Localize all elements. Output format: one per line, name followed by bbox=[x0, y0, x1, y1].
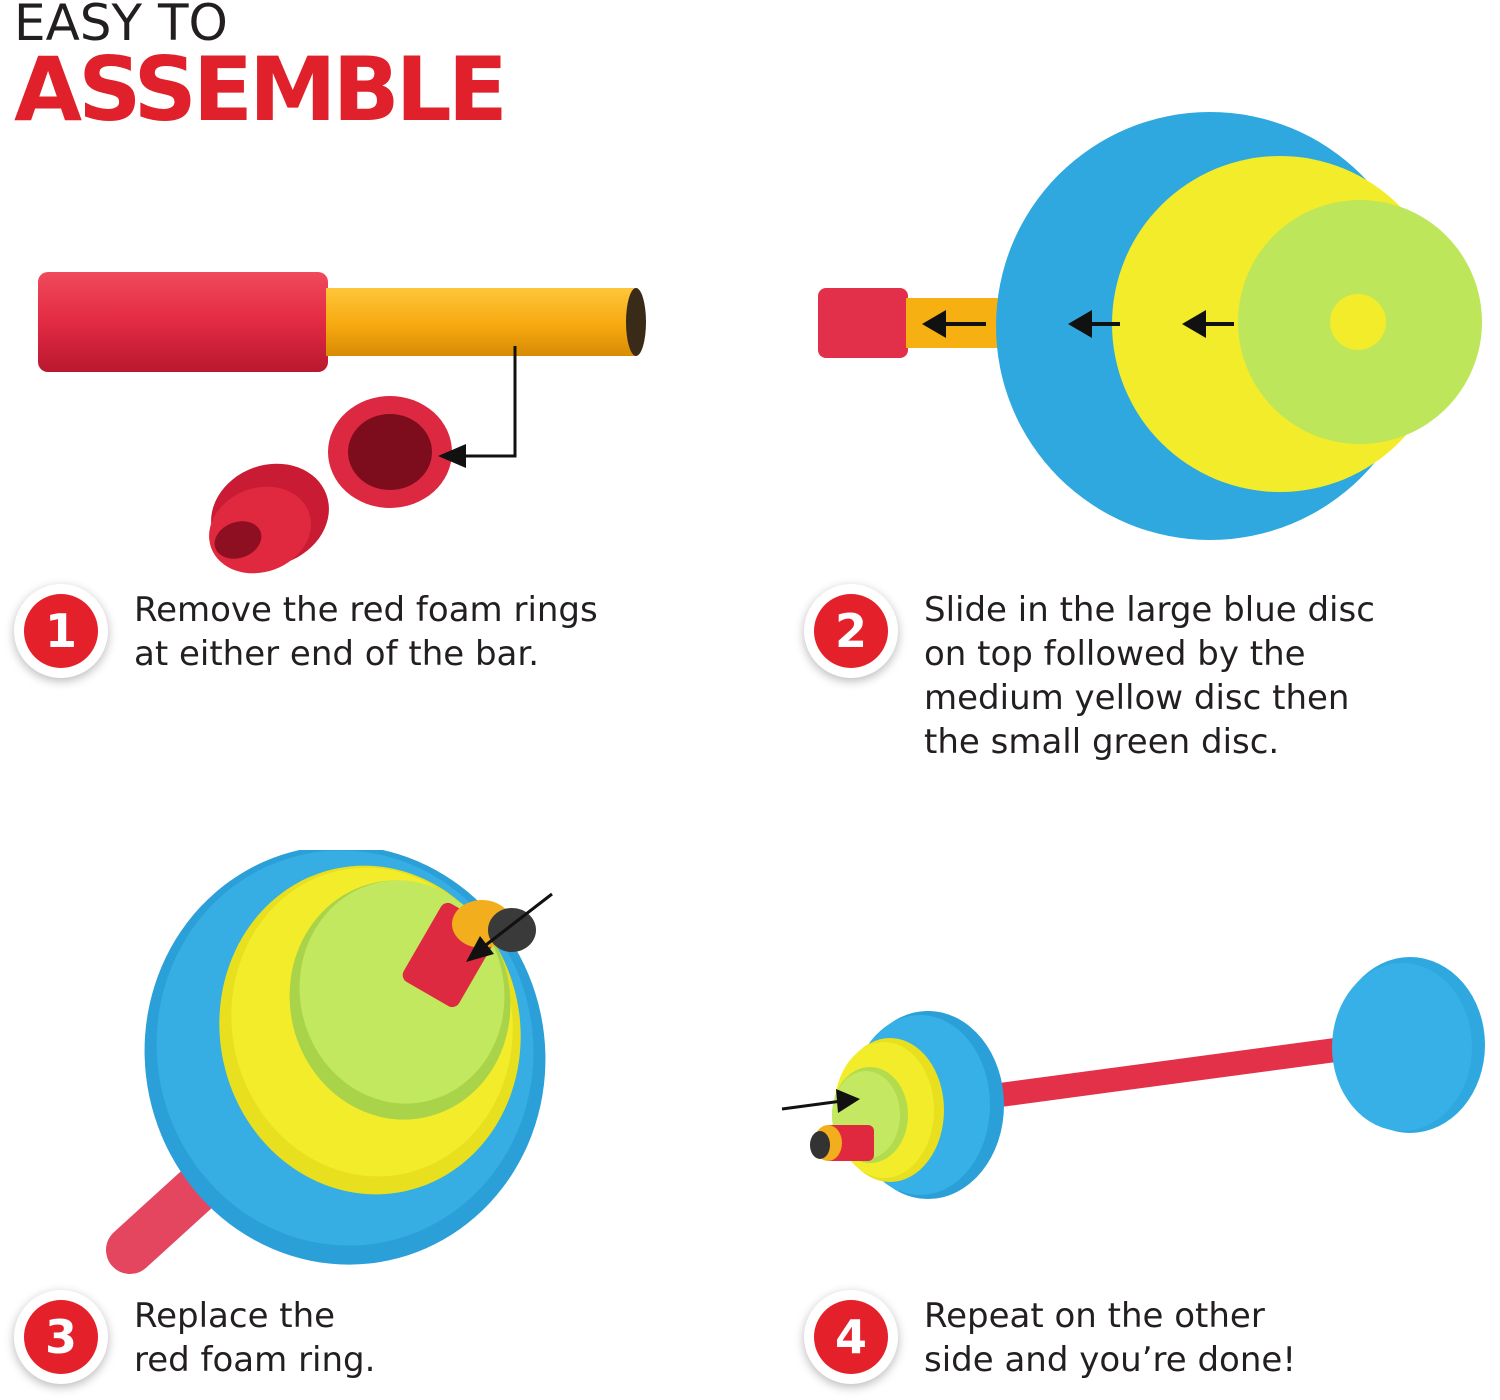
step-number: 4 bbox=[814, 1300, 888, 1374]
step-4: 4 Repeat on the other side and you’re do… bbox=[804, 1290, 1494, 1384]
red-foam-rings bbox=[209, 396, 452, 574]
step-2: 2 Slide in the large blue disc on top fo… bbox=[804, 584, 1494, 764]
step-instruction: Repeat on the other side and you’re done… bbox=[924, 1296, 1296, 1380]
red-foam-ring bbox=[810, 1125, 874, 1161]
title-line-assemble: ASSEMBLE bbox=[14, 38, 508, 141]
step-3: 3 Replace the red foam ring. bbox=[14, 1290, 714, 1384]
arrow-icon bbox=[781, 1089, 860, 1113]
step-1: 1 Remove the red foam rings at either en… bbox=[14, 584, 714, 678]
step-number: 3 bbox=[24, 1300, 98, 1374]
step-number-badge: 1 bbox=[14, 584, 108, 678]
arrow-icon bbox=[438, 346, 517, 468]
step-number: 1 bbox=[24, 594, 98, 668]
step-number-badge: 2 bbox=[804, 584, 898, 678]
bar-assembly bbox=[818, 288, 1016, 358]
step-number: 2 bbox=[814, 594, 888, 668]
red-foam-sleeve bbox=[818, 288, 908, 358]
page-title: EASY TO ASSEMBLE bbox=[14, 0, 508, 141]
step-number-badge: 4 bbox=[804, 1290, 898, 1384]
bar-assembly bbox=[38, 272, 646, 372]
orange-bar bbox=[326, 288, 636, 356]
arrow-icon bbox=[466, 892, 553, 962]
illustration-repeat-other-side bbox=[781, 957, 1485, 1199]
step-number-badge: 3 bbox=[14, 1290, 108, 1384]
green-disc-hole bbox=[1330, 294, 1386, 350]
illustration-replace-ring bbox=[106, 850, 553, 1274]
illustration-remove-rings bbox=[38, 272, 646, 574]
step-instruction: Slide in the large blue disc on top foll… bbox=[924, 590, 1375, 762]
bar-end-cap bbox=[626, 288, 646, 356]
step-instruction: Remove the red foam rings at either end … bbox=[134, 590, 598, 674]
step-instruction: Replace the red foam ring. bbox=[134, 1296, 376, 1380]
title-line-easy-to: EASY TO bbox=[14, 0, 228, 52]
illustration-slide-discs bbox=[818, 112, 1482, 540]
arrow-icon bbox=[922, 310, 1234, 338]
red-foam-sleeve bbox=[38, 272, 328, 372]
